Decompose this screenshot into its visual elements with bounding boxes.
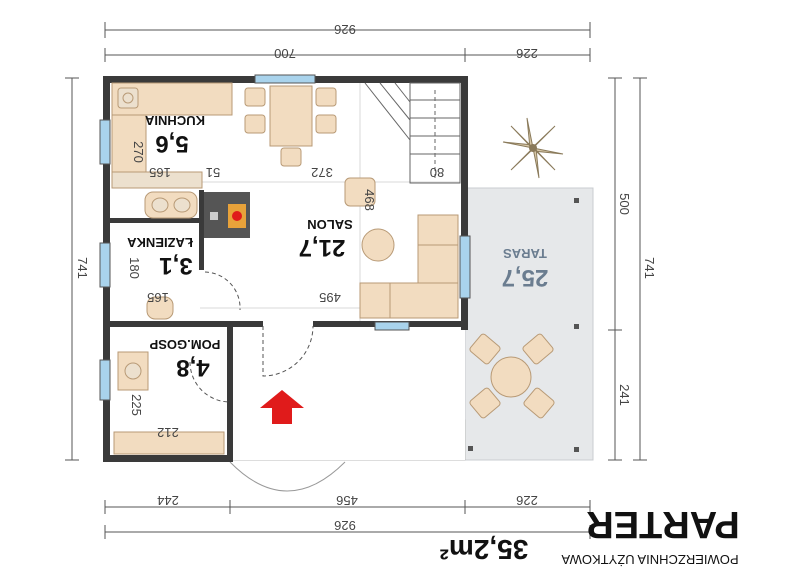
fireplace (204, 192, 250, 238)
dimension-labels: 926 700 226 244 456 226 926 741 500 241 … (75, 22, 657, 533)
room-label-terrace: TARAS (503, 246, 547, 261)
dim-salon-bottom: 495 (319, 290, 341, 305)
dim-kitchen-w2: 51 (206, 165, 220, 180)
room-area-kitchen: 5,6 (155, 130, 188, 157)
room-labels: KUCHNIA 5,6 SALON 21,7 ŁAZIENKA 3,1 POM.… (127, 113, 353, 381)
dim-bath-h: 180 (127, 257, 142, 279)
dim-bottom-right: 226 (516, 493, 538, 508)
dim-left-height: 741 (75, 257, 90, 279)
plan-total-area: 35,2m² (440, 534, 529, 565)
dim-top-total: 926 (334, 22, 356, 37)
terrace: TARAS 25,7 (226, 187, 594, 492)
title-block: PARTER POWIERZCHNIA UŻYTKOWA 35,2m² (440, 503, 740, 567)
dim-bottom-total: 926 (334, 518, 356, 533)
dim-kitchen-w1: 165 (149, 165, 171, 180)
dim-bottom-mid: 456 (336, 493, 358, 508)
dim-right-upper: 500 (617, 193, 632, 215)
room-area-utility: 4,8 (176, 354, 209, 381)
interior-dimensions: 165 51 270 372 80 468 180 165 495 225 21… (127, 141, 444, 440)
bathroom-fixtures (144, 191, 198, 320)
dim-right-outer: 741 (642, 257, 657, 279)
door-swings (189, 271, 314, 403)
dim-bottom-left: 244 (157, 493, 179, 508)
room-label-kitchen: KUCHNIA (144, 113, 205, 128)
dim-kitchen-h: 270 (131, 141, 146, 163)
stairs (364, 82, 461, 184)
room-label-living: SALON (307, 217, 353, 232)
terrace-dining-set (469, 333, 555, 419)
plant-icon (502, 117, 564, 179)
living-furniture (344, 177, 459, 319)
room-area-living: 21,7 (299, 234, 346, 261)
dim-top-right: 226 (516, 46, 538, 61)
dim-utility-h: 225 (129, 394, 144, 416)
dim-utility-w: 212 (157, 425, 179, 440)
dim-top-left: 700 (274, 46, 296, 61)
windows (99, 74, 471, 401)
room-area-bathroom: 3,1 (159, 252, 192, 279)
dim-bath-w: 165 (147, 290, 169, 305)
plan-title: PARTER (586, 503, 739, 545)
dim-stair-w: 80 (430, 165, 444, 180)
dim-salon-w: 372 (311, 165, 333, 180)
dim-right-lower: 241 (617, 384, 632, 406)
kitchen-furniture (111, 82, 337, 189)
entrance-arrow-icon (260, 390, 304, 424)
room-area-terrace: 25,7 (502, 264, 549, 291)
utility-fixtures (113, 351, 225, 455)
plan-subtitle: POWIERZCHNIA UŻYTKOWA (561, 552, 739, 567)
dim-salon-h: 468 (362, 189, 377, 211)
room-label-bathroom: ŁAZIENKA (127, 235, 193, 250)
room-label-utility: POM.GOSP (149, 337, 220, 352)
dimension-lines (65, 22, 647, 539)
